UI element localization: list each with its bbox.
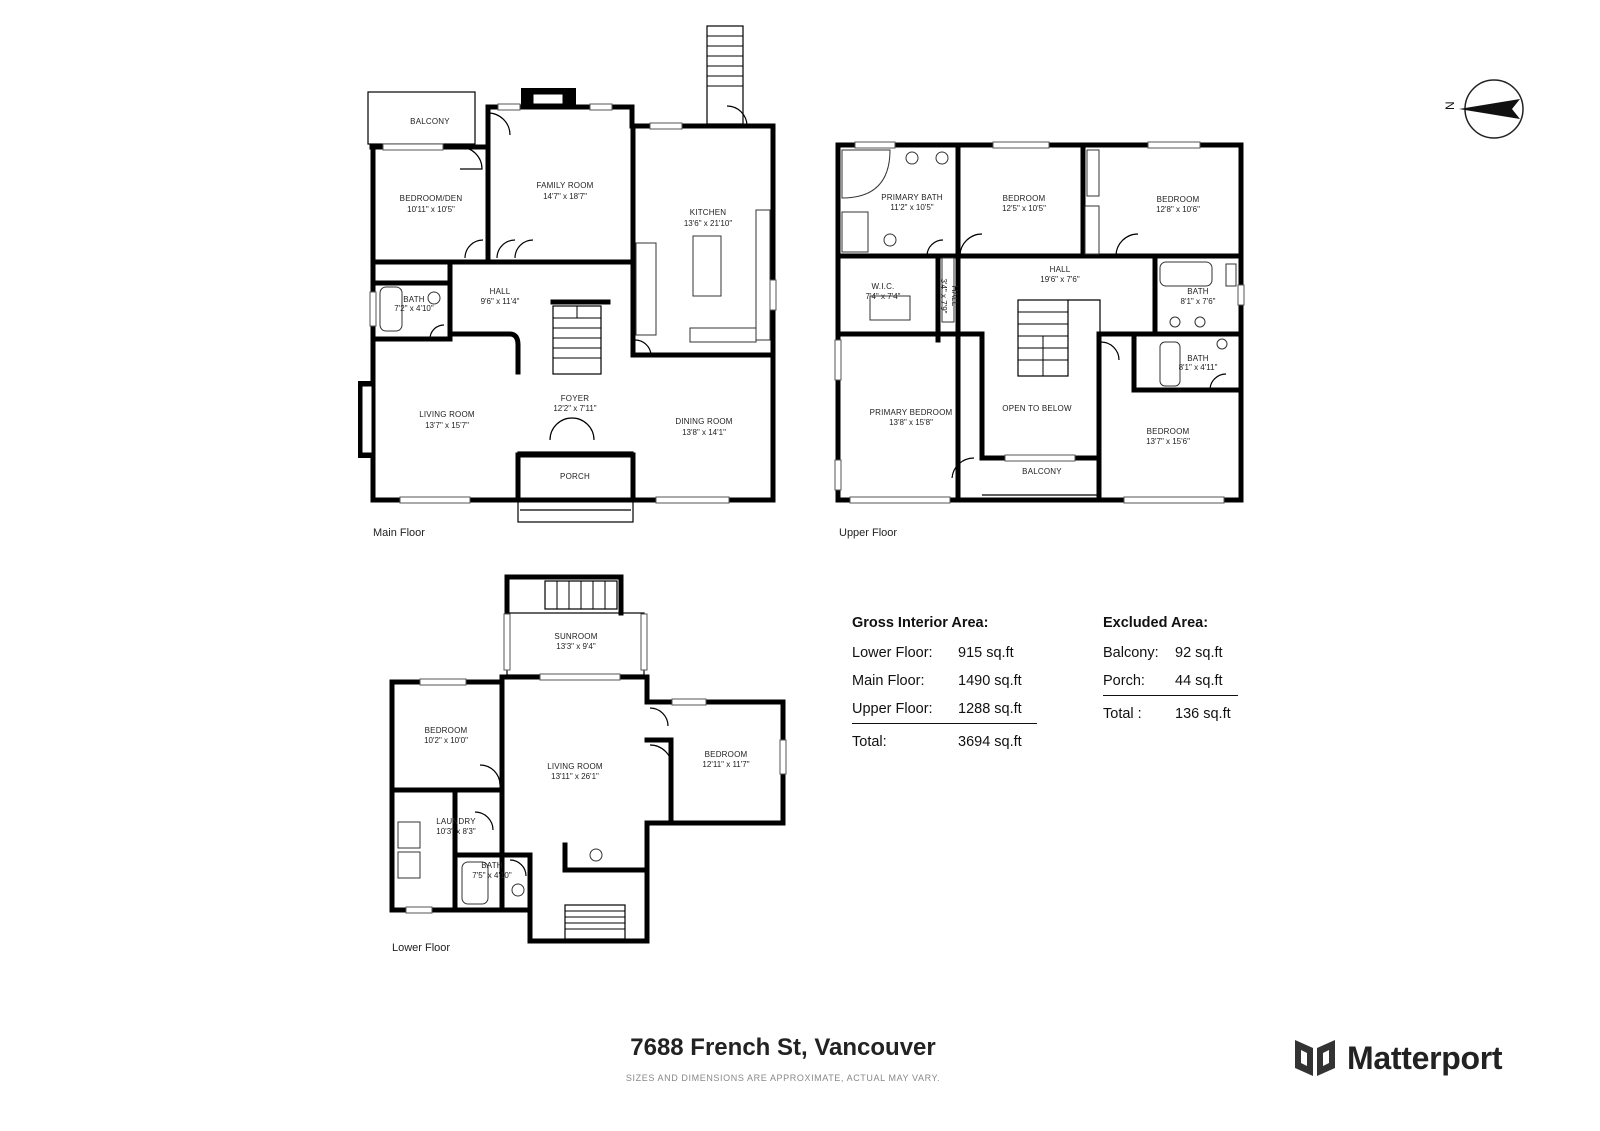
room-label: PORCH	[560, 472, 590, 481]
excluded-area-total-value: 136 sq.ft	[1175, 706, 1231, 722]
lower-floor-plan	[389, 574, 787, 944]
room-label: PRIMARY BATH	[881, 193, 943, 202]
room-dim: 7'4" x 7'4"	[866, 292, 901, 301]
excluded-area-row: Porch: 44 sq.ft	[1103, 667, 1238, 695]
room-dim: 10'2" x 10'0"	[424, 736, 468, 745]
room-dim: 11'2" x 10'5"	[890, 203, 933, 212]
room-label: DINING ROOM	[675, 417, 732, 426]
room-dim: 13'3" x 9'4"	[556, 642, 596, 651]
gross-area-total-row: Total: 3694 sq.ft	[852, 728, 1037, 756]
room-dim: 13'6" x 21'10"	[684, 219, 732, 228]
room-label: BEDROOM	[1157, 195, 1200, 204]
room-dim: 12'5" x 10'5"	[1002, 204, 1046, 213]
room-dim: 9'6" x 11'4"	[481, 297, 520, 306]
excluded-area-label: Balcony:	[1103, 645, 1159, 661]
room-dim: 8'1" x 4'11"	[1179, 363, 1218, 372]
main-floor-label: Main Floor	[373, 527, 425, 539]
room-dim: 19'6" x 7'6"	[1040, 275, 1080, 284]
property-address: 7688 French St, Vancouver	[630, 1034, 936, 1061]
gross-area-title: Gross Interior Area:	[852, 615, 989, 631]
excluded-area-total-label: Total :	[1103, 706, 1142, 722]
excluded-area-value: 92 sq.ft	[1175, 645, 1223, 661]
room-labels: BALCONY BEDROOM/DEN 10'11" x 10'5" FAMIL…	[394, 117, 1217, 880]
excluded-area-table: Excluded Area: Balcony: 92 sq.ft Porch: …	[1103, 615, 1238, 728]
lower-floor-label: Lower Floor	[392, 942, 451, 954]
gross-area-value: 1288 sq.ft	[958, 701, 1022, 717]
room-label: LIVING ROOM	[419, 410, 475, 419]
gross-area-table: Gross Interior Area: Lower Floor: 915 sq…	[852, 615, 1037, 756]
gross-area-total-value: 3694 sq.ft	[958, 734, 1022, 750]
room-dim: 7'2" x 4'10"	[394, 304, 434, 313]
room-label: BATH	[403, 295, 425, 304]
gross-area-row: Upper Floor: 1288 sq.ft	[852, 695, 1037, 723]
lower-stairs	[564, 904, 626, 940]
room-label: BEDROOM	[1147, 427, 1190, 436]
excluded-area-divider	[1103, 695, 1238, 696]
room-label: HALL	[1050, 265, 1071, 274]
room-dim: 12'8" x 10'6"	[1156, 205, 1200, 214]
upper-floor-label: Upper Floor	[839, 527, 898, 539]
room-dim: 8'1" x 7'6"	[1181, 297, 1216, 306]
room-dim: 10'11" x 10'5"	[407, 205, 455, 214]
matterport-logo-icon	[1295, 1040, 1335, 1076]
room-dim: 14'7" x 18'7"	[543, 192, 587, 201]
gross-area-total-label: Total:	[852, 734, 887, 750]
gross-area-divider	[852, 723, 1037, 724]
gross-area-label: Upper Floor:	[852, 701, 933, 717]
room-label: BALCONY	[410, 117, 450, 126]
room-label: HALL	[490, 287, 511, 296]
room-label: BEDROOM	[705, 750, 748, 759]
gross-area-label: Lower Floor:	[852, 645, 933, 661]
room-label: BATH	[1187, 354, 1209, 363]
room-label: KITCHEN	[690, 208, 727, 217]
room-label: W.I.C.	[872, 282, 895, 291]
upper-stairs	[1017, 299, 1101, 377]
gross-area-value: 1490 sq.ft	[958, 673, 1022, 689]
compass-label: N	[1443, 101, 1457, 110]
main-floor-plan	[358, 25, 777, 523]
gross-area-label: Main Floor:	[852, 673, 925, 689]
room-label: LAUNDRY	[436, 817, 476, 826]
disclaimer-text: SIZES AND DIMENSIONS ARE APPROXIMATE, AC…	[625, 1073, 941, 1083]
excluded-area-value: 44 sq.ft	[1175, 673, 1223, 689]
room-dim: 13'8" x 15'8"	[889, 418, 933, 427]
excluded-area-title: Excluded Area:	[1103, 615, 1209, 631]
brand-logo: Matterport	[1293, 1036, 1503, 1080]
brand-name: Matterport	[1347, 1039, 1503, 1076]
room-dim: 13'7" x 15'7"	[425, 421, 469, 430]
room-label: BATH	[481, 861, 503, 870]
excluded-area-total-row: Total : 136 sq.ft	[1103, 700, 1238, 728]
room-label: BEDROOM	[425, 726, 468, 735]
room-dim: 13'7" x 15'6"	[1146, 437, 1190, 446]
room-dim: 13'8" x 14'1"	[682, 428, 726, 437]
room-dim: 12'2" x 7'11"	[553, 404, 596, 413]
room-label: SUNROOM	[554, 632, 597, 641]
room-label: BEDROOM/DEN	[400, 194, 463, 203]
room-dim: 7'5" x 4'10"	[472, 871, 512, 880]
room-label: FAMILY ROOM	[536, 181, 593, 190]
room-dim: 12'11" x 11'7"	[702, 760, 749, 769]
room-label: HALL	[950, 286, 959, 307]
excluded-area-row: Balcony: 92 sq.ft	[1103, 639, 1238, 667]
room-dim: 10'3" x 8'3"	[436, 827, 476, 836]
gross-area-value: 915 sq.ft	[958, 645, 1014, 661]
room-label: LIVING ROOM	[547, 762, 603, 771]
upper-floor-plan	[834, 141, 1245, 504]
room-label: BEDROOM	[1003, 194, 1046, 203]
sunroom-stairs	[544, 580, 618, 610]
room-label: BALCONY	[1022, 467, 1062, 476]
excluded-area-label: Porch:	[1103, 673, 1145, 689]
room-dim: 3'4" x 7'9"	[939, 279, 948, 314]
main-stairs	[552, 305, 602, 375]
room-label: PRIMARY BEDROOM	[870, 408, 953, 417]
gross-area-row: Lower Floor: 915 sq.ft	[852, 639, 1037, 667]
gross-area-row: Main Floor: 1490 sq.ft	[852, 667, 1037, 695]
room-label: BATH	[1187, 287, 1209, 296]
room-label: FOYER	[561, 394, 590, 403]
room-label: OPEN TO BELOW	[1002, 404, 1072, 413]
room-dim: 13'11" x 26'1"	[551, 772, 599, 781]
north-arrow-icon: N	[1443, 79, 1524, 139]
